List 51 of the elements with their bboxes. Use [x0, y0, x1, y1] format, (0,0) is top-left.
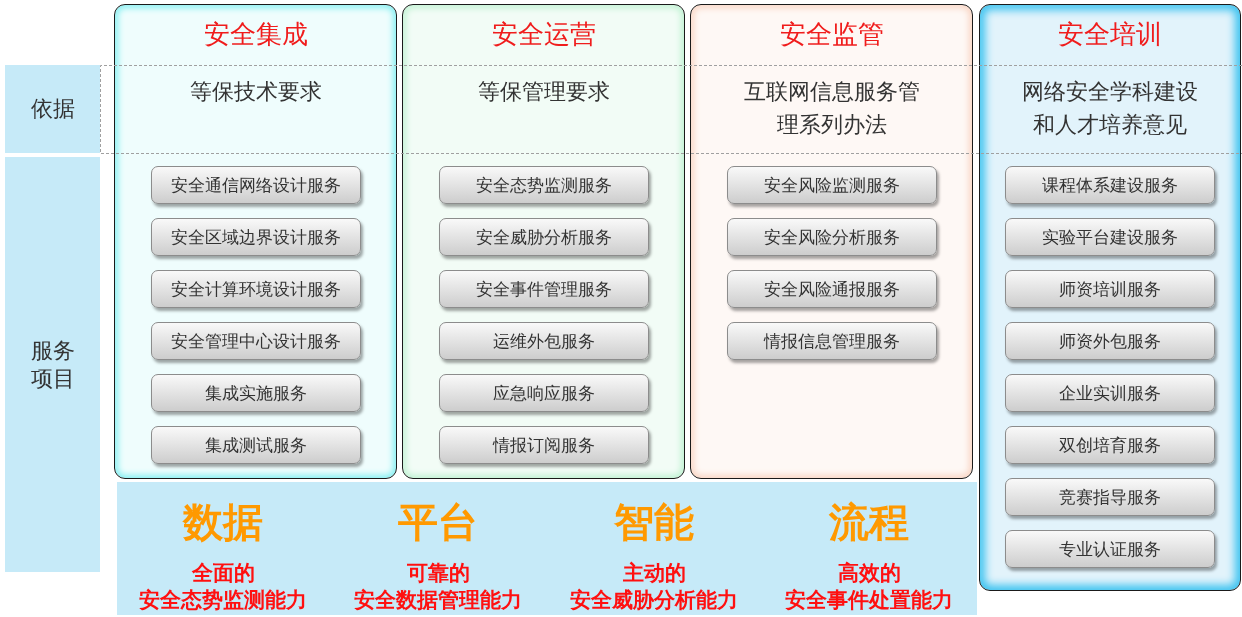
column-title: 安全培训: [1058, 18, 1162, 51]
service-button: 运维外包服务: [438, 322, 649, 360]
capability-text: 高效的: [837, 560, 901, 586]
column-panel: [402, 4, 685, 479]
column-panel: [114, 4, 397, 479]
service-button: 竞赛指导服务: [1005, 478, 1215, 516]
service-button: 师资培训服务: [1005, 270, 1215, 308]
service-button: 安全通信网络设计服务: [150, 166, 361, 204]
capability-text: 全面的: [191, 560, 255, 586]
service-button: 安全风险通报服务: [726, 270, 937, 308]
column-title: 安全集成: [203, 18, 308, 51]
service-button: 安全计算环境设计服务: [150, 270, 361, 308]
capability-text: 安全事件处置能力: [785, 587, 953, 613]
service-button: 双创培育服务: [1005, 426, 1215, 464]
service-button: 安全管理中心设计服务: [150, 322, 361, 360]
basis-text: 网络安全学科建设和人才培养意见: [1021, 78, 1199, 139]
service-button: 安全区域边界设计服务: [150, 218, 361, 256]
basis-text: 等保技术要求: [188, 78, 323, 106]
capability-heading: 数据: [183, 499, 263, 545]
capability-heading: 平台: [398, 499, 478, 545]
service-button: 安全风险分析服务: [726, 218, 937, 256]
service-button: 应急响应服务: [438, 374, 649, 412]
column-panel: [690, 4, 973, 479]
column-panel: [979, 4, 1241, 591]
basis-text: 互联网信息服务管理系列办法: [742, 78, 921, 139]
column-title: 安全监管: [779, 18, 884, 51]
service-button: 情报订阅服务: [438, 426, 649, 464]
capability-text: 安全态势监测能力: [139, 587, 307, 613]
capability-text: 安全威胁分析能力: [570, 587, 738, 613]
service-button: 安全态势监测服务: [438, 166, 649, 204]
service-button: 集成实施服务: [150, 374, 361, 412]
column-title: 安全运营: [491, 18, 596, 51]
service-button: 实验平台建设服务: [1005, 218, 1215, 256]
service-button: 师资外包服务: [1005, 322, 1215, 360]
capability-text: 主动的: [622, 560, 686, 586]
capability-text: 可靠的: [406, 560, 470, 586]
row-header: 服务项目: [5, 157, 100, 572]
service-button: 企业实训服务: [1005, 374, 1215, 412]
service-button: 课程体系建设服务: [1005, 166, 1215, 204]
service-button: 安全事件管理服务: [438, 270, 649, 308]
service-button: 集成测试服务: [150, 426, 361, 464]
basis-text: 等保管理要求: [476, 78, 611, 106]
capability-band: [117, 482, 977, 615]
row-header: 依据: [5, 65, 100, 153]
service-button: 情报信息管理服务: [726, 322, 937, 360]
capability-heading: 流程: [829, 499, 909, 545]
service-button: 安全威胁分析服务: [438, 218, 649, 256]
capability-text: 安全数据管理能力: [354, 587, 522, 613]
capability-heading: 智能: [614, 499, 694, 545]
service-button: 安全风险监测服务: [726, 166, 937, 204]
service-button: 专业认证服务: [1005, 530, 1215, 568]
